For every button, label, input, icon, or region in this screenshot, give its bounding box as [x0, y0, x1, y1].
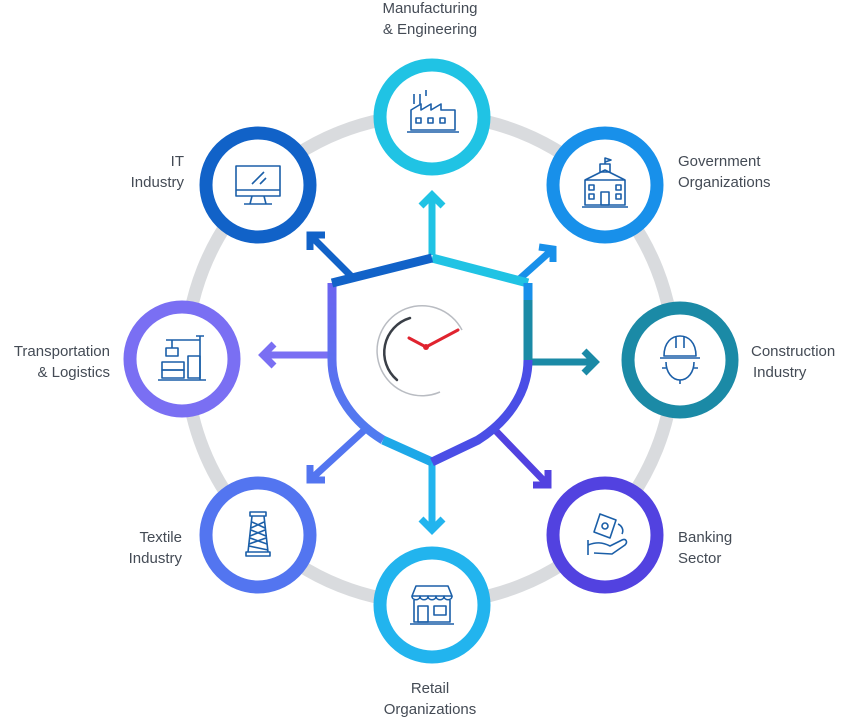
government-building-icon [582, 157, 628, 208]
center-shield [327, 253, 533, 467]
connectors [258, 190, 600, 535]
label-textile-line2: Industry [128, 550, 182, 567]
arrowhead-textile [306, 465, 325, 484]
label-banking: Banking Sector [678, 527, 798, 569]
node-government [546, 126, 664, 244]
arrowhead-retail [418, 516, 446, 535]
label-transportation-line2: & Logistics [37, 364, 110, 381]
label-construction-line2: Industry [753, 364, 807, 381]
label-government-line2: Organizations [678, 174, 771, 191]
hard-hat-gear-icon [660, 335, 700, 384]
label-government: Government Organizations [678, 151, 838, 193]
clock-gauge-icon [376, 304, 463, 397]
storefront-icon [410, 585, 454, 625]
label-construction: Construction Industry [751, 341, 848, 383]
node-manufacturing [373, 58, 491, 176]
node-transportation [123, 300, 241, 418]
node-banking [546, 476, 664, 594]
connector-textile [307, 422, 373, 483]
arrowhead-transportation [258, 341, 277, 369]
label-manufacturing-line2: & Engineering [382, 21, 478, 38]
arrowhead-construction [581, 348, 600, 376]
factory-icon [407, 90, 459, 133]
crane-containers-icon [158, 335, 206, 381]
thread-spool-icon [245, 511, 271, 557]
label-retail: Retail Organizations [330, 678, 530, 720]
label-manufacturing-line1: Manufacturing [382, 0, 478, 17]
arrowhead-manufacturing [418, 190, 446, 209]
label-it-line1: IT [170, 153, 184, 170]
computer-monitor-icon [235, 165, 281, 205]
label-construction-line1: Construction [751, 343, 836, 360]
connector-banking [492, 427, 551, 488]
label-banking-line2: Sector [678, 550, 722, 567]
label-manufacturing: Manufacturing & Engineering [330, 0, 530, 40]
arrowhead-government [538, 243, 557, 262]
node-textile [199, 476, 317, 594]
label-retail-line2: Organizations [383, 701, 477, 718]
label-banking-line1: Banking [678, 529, 733, 546]
connector-it [307, 232, 355, 280]
money-hand-icon [587, 513, 628, 555]
label-retail-line1: Retail [410, 680, 450, 697]
arrowhead-banking [533, 470, 552, 489]
label-government-line1: Government [678, 153, 761, 170]
arrowhead-it [306, 231, 325, 250]
label-it: IT Industry [60, 151, 184, 193]
label-textile-line1: Textile [139, 529, 182, 546]
node-construction [621, 301, 739, 419]
node-retail [373, 546, 491, 664]
label-transportation-line1: Transportation [13, 343, 110, 360]
label-transportation: Transportation & Logistics [0, 341, 110, 383]
label-it-line2: Industry [130, 174, 184, 191]
label-textile: Textile Industry [60, 527, 182, 569]
node-it [199, 126, 317, 244]
